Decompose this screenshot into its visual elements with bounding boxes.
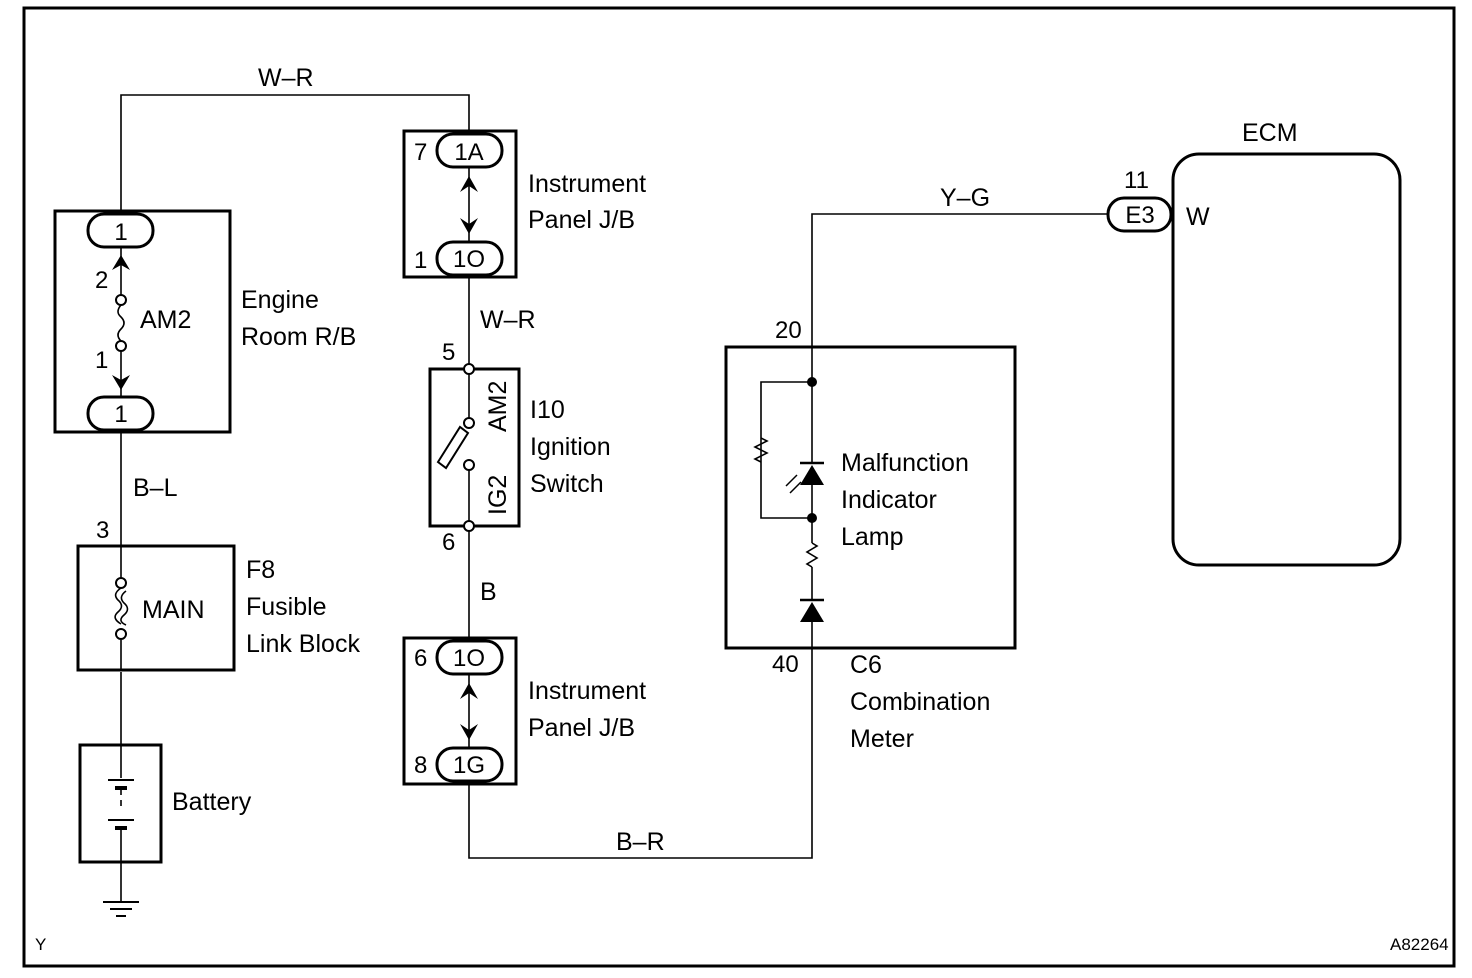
combination-meter-name-2: Meter: [850, 725, 914, 753]
resistor-icon: [753, 437, 769, 463]
ip-jb-upper-conn-top: 1A: [454, 139, 483, 166]
wires: [120, 94, 1108, 859]
ip-jb-upper-name-2: Panel J/B: [528, 206, 635, 234]
engine-rb-pin-bottom: 1: [95, 347, 108, 374]
diode-icon: [800, 602, 824, 622]
combination-meter-pin-bottom: 40: [772, 651, 799, 678]
ip-jb-lower-name-1: Instrument: [528, 677, 646, 705]
ip-jb-upper-pin-bottom: 1: [414, 247, 427, 274]
fusible-link-name-2: Link Block: [246, 630, 360, 658]
ecm: E3 11 W ECM: [1106, 119, 1402, 567]
corner-label: Y: [35, 935, 46, 954]
wire-w-r-top: [120, 94, 470, 210]
ignition-term-am2: AM2: [484, 381, 512, 432]
fuse-main-label: MAIN: [142, 596, 205, 624]
ip-jb-upper-conn-bottom: 1O: [453, 246, 485, 273]
ip-jb-upper-box: [402, 129, 518, 279]
engine-rb-name-2: Room R/B: [241, 323, 356, 351]
ignition-pin-top: 5: [442, 339, 455, 366]
arrow-down-icon: [460, 724, 478, 740]
wire-y-g: [811, 213, 1108, 347]
arrow-up-icon: [460, 176, 478, 192]
ip-jb-lower-box: [402, 636, 518, 786]
fusible-link-block: 3 MAIN F8 Fusible Link Block: [76, 517, 360, 672]
ecm-pin: 11: [1124, 167, 1149, 194]
ecm-name: ECM: [1242, 119, 1298, 147]
combination-meter-name-1: Combination: [850, 688, 990, 716]
lamp-name-3: Lamp: [841, 523, 904, 551]
connector-top-label: 1: [114, 219, 127, 246]
ecm-box: [1171, 152, 1402, 567]
switch-lever-icon: [436, 425, 470, 470]
fusible-link-name-1: Fusible: [246, 593, 327, 621]
fuse-am2-label: AM2: [140, 306, 191, 334]
fusible-link-box: [76, 544, 236, 672]
wire-label-b-r: B–R: [616, 828, 665, 856]
battery: Battery: [78, 743, 252, 917]
wire-label-b-l: B–L: [133, 474, 178, 502]
instrument-panel-jb-upper: 1A 1O 7 1 Instrument Panel J/B: [402, 129, 646, 279]
wire-label-w-r-top: W–R: [258, 64, 314, 92]
engine-rb-pin-top: 2: [95, 267, 108, 294]
instrument-panel-jb-lower: 1O 1G 6 8 Instrument Panel J/B: [402, 636, 646, 786]
lamp-led-icon: [800, 465, 824, 485]
ip-jb-lower-pin-bottom: 8: [414, 752, 427, 779]
arrow-down-icon: [460, 218, 478, 234]
ignition-name-2: Switch: [530, 470, 604, 498]
ip-jb-lower-pin-top: 6: [414, 645, 427, 672]
resistor-icon: [805, 542, 819, 568]
ignition-name-1: Ignition: [530, 433, 611, 461]
ip-jb-lower-conn-top: 1O: [453, 645, 485, 672]
arrow-up-icon: [460, 683, 478, 699]
fuse-icon: [117, 304, 125, 342]
arrow-up-icon: [112, 255, 130, 270]
wire-b-r: [468, 648, 813, 859]
ip-jb-upper-name-1: Instrument: [528, 170, 646, 198]
combination-meter: 20 40 Malfunction Indicator Lamp C6 Comb…: [724, 317, 1017, 753]
ignition-term-ig2: IG2: [484, 475, 512, 515]
diagram-frame: [22, 6, 1456, 968]
wire-label-w-r-mid: W–R: [480, 306, 536, 334]
arrow-down-icon: [112, 375, 130, 390]
fusible-link-icon: [114, 587, 129, 626]
combination-meter-pin-top: 20: [775, 317, 802, 344]
combination-meter-box: [724, 345, 1017, 650]
lamp-name-2: Indicator: [841, 486, 937, 514]
ip-jb-upper-pin-top: 7: [414, 139, 427, 166]
ecm-terminal: W: [1186, 203, 1210, 231]
battery-label: Battery: [172, 788, 252, 816]
connector-bottom-label: 1: [114, 401, 127, 428]
ecm-connector: E3: [1125, 202, 1154, 229]
fusible-link-pin: 3: [96, 517, 109, 544]
wire-label-b: B: [480, 578, 497, 606]
ip-jb-lower-conn-bottom: 1G: [453, 752, 485, 779]
lamp-name-1: Malfunction: [841, 449, 969, 477]
engine-room-relay-block: 1 1 2 1 AM2 Engine Room R/B: [53, 209, 356, 434]
engine-rb-name-1: Engine: [241, 286, 319, 314]
fusible-link-code: F8: [246, 556, 275, 584]
ignition-code: I10: [530, 396, 565, 424]
figure-code: A82264: [1390, 935, 1449, 954]
engine-room-rb-box: [53, 209, 232, 434]
ignition-pin-bottom: 6: [442, 529, 455, 556]
combination-meter-code: C6: [850, 651, 882, 679]
wire-label-y-g: Y–G: [940, 184, 990, 212]
ignition-switch: 5 6 AM2 IG2 I10 Ignition Switch: [428, 339, 611, 556]
ip-jb-lower-name-2: Panel J/B: [528, 714, 635, 742]
